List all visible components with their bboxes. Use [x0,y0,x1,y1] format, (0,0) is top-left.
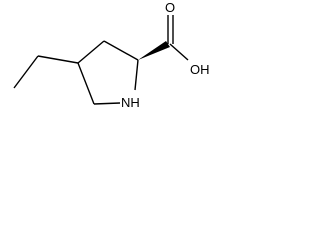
structure-diagram: O OH NH [13,0,210,110]
wedge-bond-c2-carboxyl [138,41,170,60]
bond-c3-c2 [103,40,139,61]
bond-ethyl-ch3-ch2 [13,55,39,89]
bond-c2-n1 [134,59,139,91]
bond-ethyl-ch2-c4 [37,55,79,64]
bond-n1-c5 [93,102,121,105]
atom-label-hydroxyl: OH [190,62,210,77]
bond-carboxyl-hydroxyl [169,43,189,61]
atom-label-ring-nitrogen: NH [121,95,140,110]
atom-label-carbonyl-oxygen: O [165,0,175,15]
bond-c5-c4 [77,62,95,105]
bond-c4-c3 [77,40,105,64]
